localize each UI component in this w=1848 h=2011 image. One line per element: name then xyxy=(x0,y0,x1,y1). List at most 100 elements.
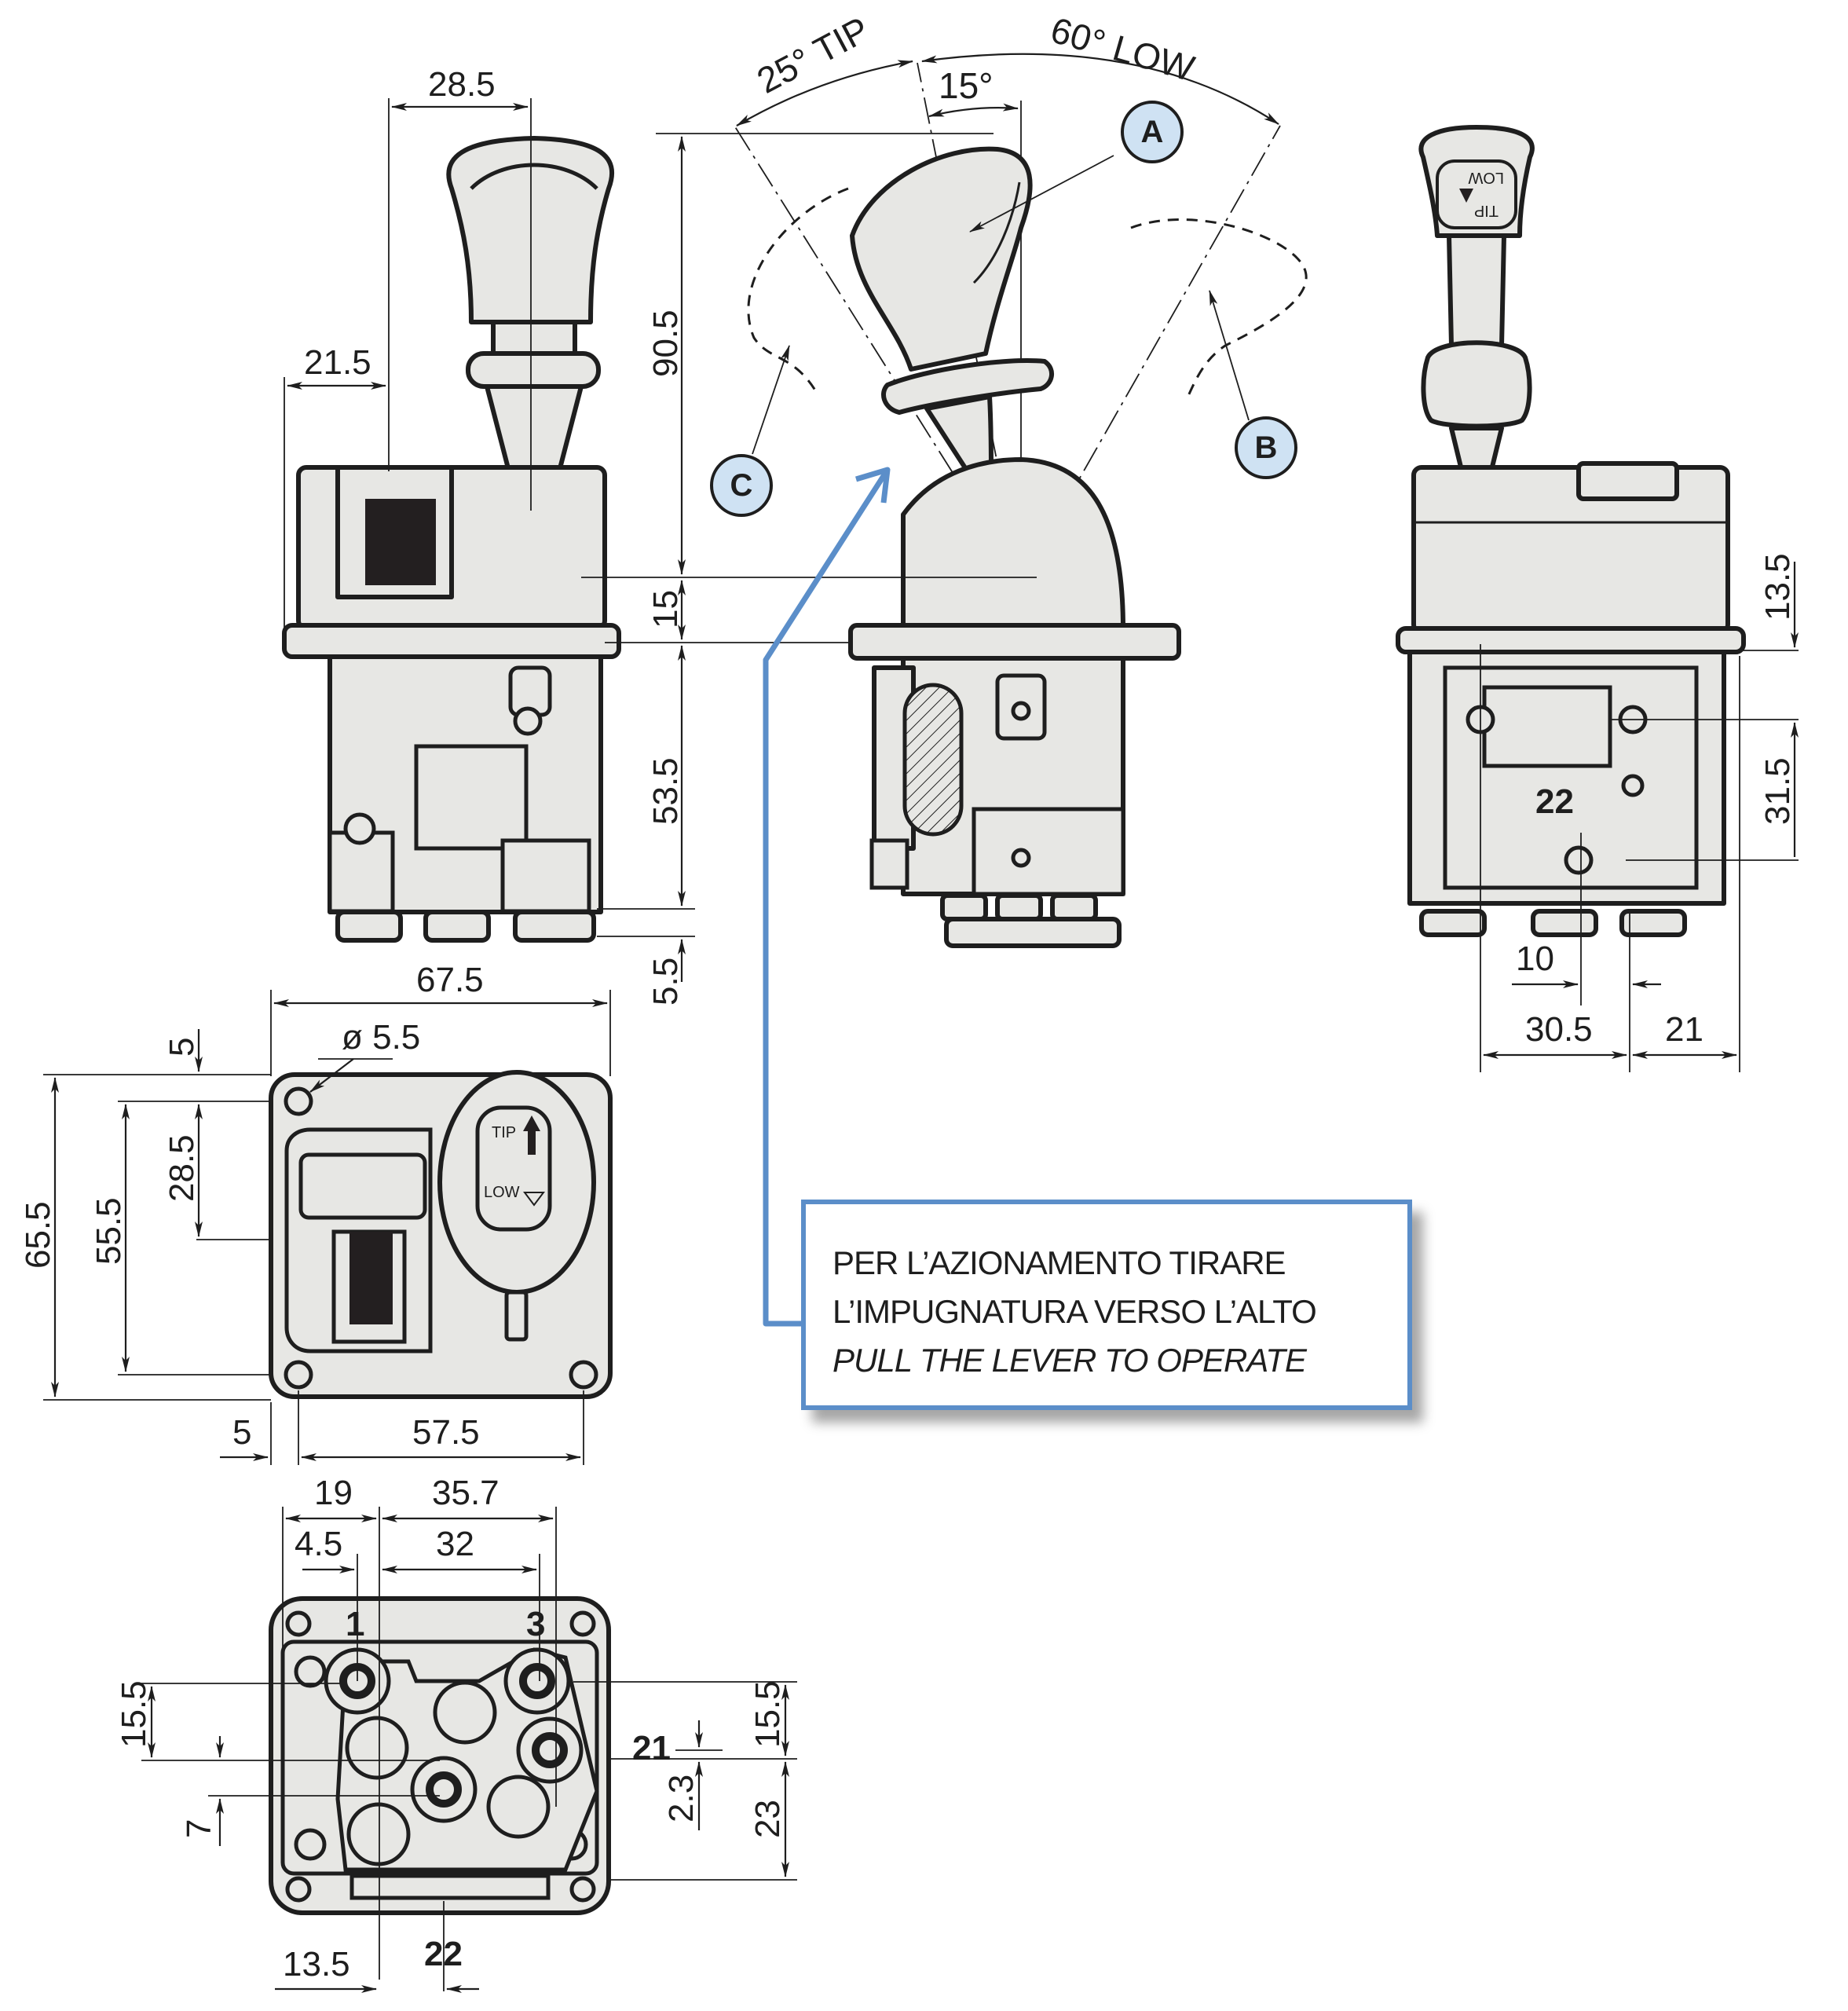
housing-tab xyxy=(1576,461,1679,501)
mount-hole xyxy=(285,1876,312,1903)
screw-hole xyxy=(1564,845,1594,875)
plug xyxy=(486,1775,551,1839)
port-fitting xyxy=(423,910,491,943)
arrow-up-icon xyxy=(523,1115,540,1155)
dim-32: 32 xyxy=(436,1525,474,1563)
plug xyxy=(346,1802,411,1866)
lever-boot xyxy=(1421,340,1532,429)
port-22-boss xyxy=(410,1756,478,1823)
port-fitting xyxy=(940,893,988,921)
dim-plate-width: 67.5 xyxy=(416,961,484,999)
dim-hole-spacing: 31.5 xyxy=(1758,757,1797,825)
port-3-label: 3 xyxy=(526,1605,545,1643)
arrow-down-outline-icon xyxy=(523,1192,545,1207)
dim-hole-diameter: ø 5.5 xyxy=(342,1018,420,1057)
dim-left-15-5: 15.5 xyxy=(115,1680,153,1748)
lever-neck xyxy=(1447,233,1506,348)
rear-view: LOW TIP 22 13.5 31.5 10 xyxy=(1396,125,1799,1072)
screw xyxy=(513,706,543,736)
neutral-angle-arc xyxy=(928,103,1019,118)
top-knob-label-tip: TIP xyxy=(492,1124,516,1141)
detent-block xyxy=(349,1232,393,1324)
hatched-section xyxy=(902,683,964,837)
body-detail xyxy=(1482,685,1612,768)
port-fitting xyxy=(1419,909,1487,937)
port-fitting xyxy=(944,917,1122,948)
lever-slot xyxy=(504,1290,529,1342)
port-fitting xyxy=(995,893,1043,921)
lever-ring xyxy=(881,358,1054,415)
dim-right-15-5: 15.5 xyxy=(748,1680,787,1748)
screw xyxy=(343,812,376,845)
side-view: 28.5 21.5 xyxy=(282,65,621,943)
note-leader-arrowhead xyxy=(854,467,891,504)
port-3 xyxy=(519,1663,555,1699)
plug xyxy=(433,1680,497,1745)
note-line-italian-1: PER L’AZIONAMENTO TIRARE xyxy=(833,1244,1286,1281)
body-detail xyxy=(869,838,909,890)
screw xyxy=(1011,848,1031,868)
dim-line xyxy=(309,1058,354,1093)
mount-hole xyxy=(285,1610,312,1637)
dim-lever-height: 90.5 xyxy=(646,310,685,377)
mount-hole xyxy=(284,1086,313,1116)
dim-flange-height: 15 xyxy=(646,590,685,628)
mount-hole xyxy=(569,1876,596,1903)
mount-hole xyxy=(569,1610,596,1637)
body-detail xyxy=(328,830,395,914)
dim-right-23: 23 xyxy=(748,1800,787,1838)
screw xyxy=(1011,701,1031,721)
dim-top-offset: 13.5 xyxy=(1758,553,1797,621)
dim-port-height: 5.5 xyxy=(646,958,685,1006)
port-21-boss xyxy=(516,1716,584,1784)
port-3-boss xyxy=(503,1647,571,1715)
port-21-label: 21 xyxy=(632,1729,671,1767)
note-line-english: PULL THE LEVER TO OPERATE xyxy=(833,1342,1307,1379)
knob-label-tip: TIP xyxy=(1474,202,1499,219)
callout-c[interactable] xyxy=(710,454,773,517)
screw-head xyxy=(294,1828,327,1861)
port-fitting xyxy=(1050,893,1098,921)
upper-housing xyxy=(1411,465,1730,635)
ghost-position-tip xyxy=(747,187,849,394)
ghost-position-low xyxy=(1130,218,1308,401)
housing-dome xyxy=(901,457,1125,631)
mounting-flange xyxy=(1396,626,1746,654)
mounting-flange xyxy=(848,623,1181,661)
callout-a-label: A xyxy=(1141,115,1164,149)
screw-head xyxy=(294,1655,327,1688)
body-detail xyxy=(500,838,591,914)
callout-b[interactable] xyxy=(1235,416,1297,479)
plug xyxy=(345,1716,409,1780)
center-view: 25° TIP 60° LOW 15° xyxy=(581,9,1308,1327)
dim-top-margin: 5 xyxy=(163,1038,201,1057)
dim-knob-offset: 28.5 xyxy=(428,65,496,104)
dim-port-pitch: 10 xyxy=(1516,940,1554,978)
dim-edge-offset: 21 xyxy=(1665,1010,1703,1049)
detent-block xyxy=(365,499,436,585)
tip-angle-arc xyxy=(736,60,913,126)
dim-slot-depth: 28.5 xyxy=(163,1134,201,1202)
angle-low-label: 60° LOW xyxy=(1046,9,1199,90)
dim-body-height: 53.5 xyxy=(646,757,685,825)
mount-hole xyxy=(569,1360,598,1390)
dim-4-5: 4.5 xyxy=(295,1525,342,1563)
port-fitting xyxy=(335,910,403,943)
knob-crease xyxy=(972,181,1021,284)
callout-a[interactable] xyxy=(1121,101,1184,163)
lever-stem xyxy=(485,384,584,474)
port-22 xyxy=(426,1771,462,1808)
callout-c-label: C xyxy=(730,468,753,503)
body-detail xyxy=(972,807,1125,896)
lever-knob-tilted xyxy=(850,146,1033,372)
mounting-flange xyxy=(282,623,621,659)
note-line-italian-2: L’IMPUGNATURA VERSO L’ALTO xyxy=(833,1293,1317,1330)
knob-label-plate xyxy=(1436,159,1517,229)
port-fitting xyxy=(513,910,596,943)
knob-label-low: LOW xyxy=(1468,169,1504,186)
top-knob-label-low: LOW xyxy=(484,1184,520,1201)
port-21 xyxy=(532,1732,568,1768)
dim-body-offset: 21.5 xyxy=(304,343,371,382)
body-detail xyxy=(414,744,529,851)
